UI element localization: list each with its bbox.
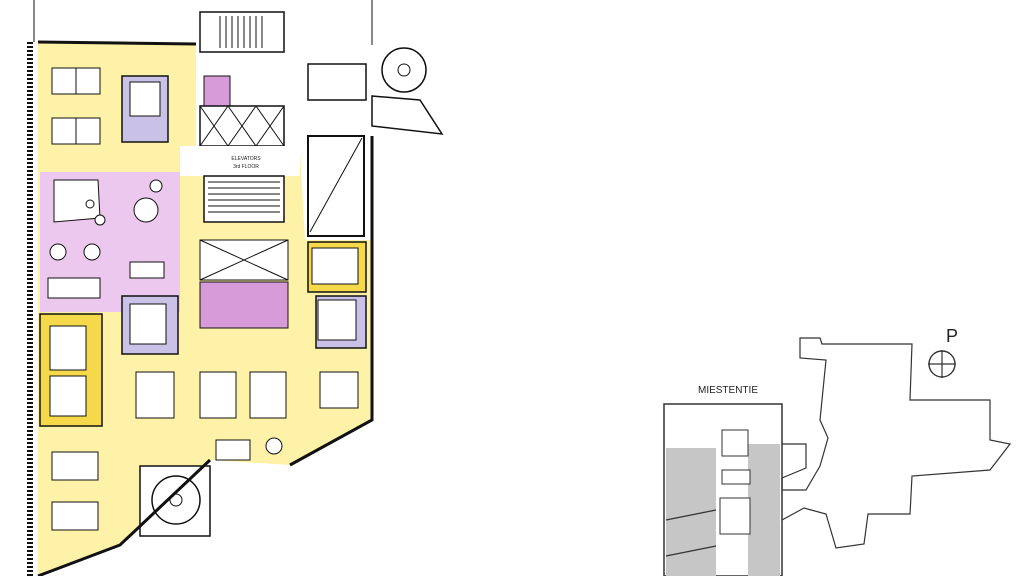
- keyplan-highlight: [666, 448, 716, 576]
- desk-clusters: [47, 67, 359, 531]
- north-label: P: [946, 326, 958, 346]
- spiral-stair-lower: [151, 475, 201, 525]
- core-label: ELEVATORS: [231, 156, 261, 162]
- upper-stair: [199, 11, 285, 53]
- toilets-upper: [203, 75, 231, 107]
- core-lobby: [180, 146, 300, 176]
- spiral-stair-upper: [381, 47, 427, 93]
- keyplan-building-label: MIESTENTIE: [698, 385, 758, 396]
- toilets-lower: [199, 281, 289, 329]
- key-plan: MIESTENTIE P: [663, 326, 1012, 576]
- floor-label: 3rd FLOOR: [233, 164, 259, 170]
- annex-room: [307, 63, 367, 101]
- floor-plan: ELEVATORS 3rd FLOOR: [27, 0, 444, 576]
- keyplan-adjacent-outline: [781, 337, 1012, 549]
- compass-rose-icon: [928, 350, 956, 378]
- lounge-furniture: [49, 179, 283, 455]
- main-staircase: [203, 175, 285, 223]
- terrace: [371, 95, 444, 135]
